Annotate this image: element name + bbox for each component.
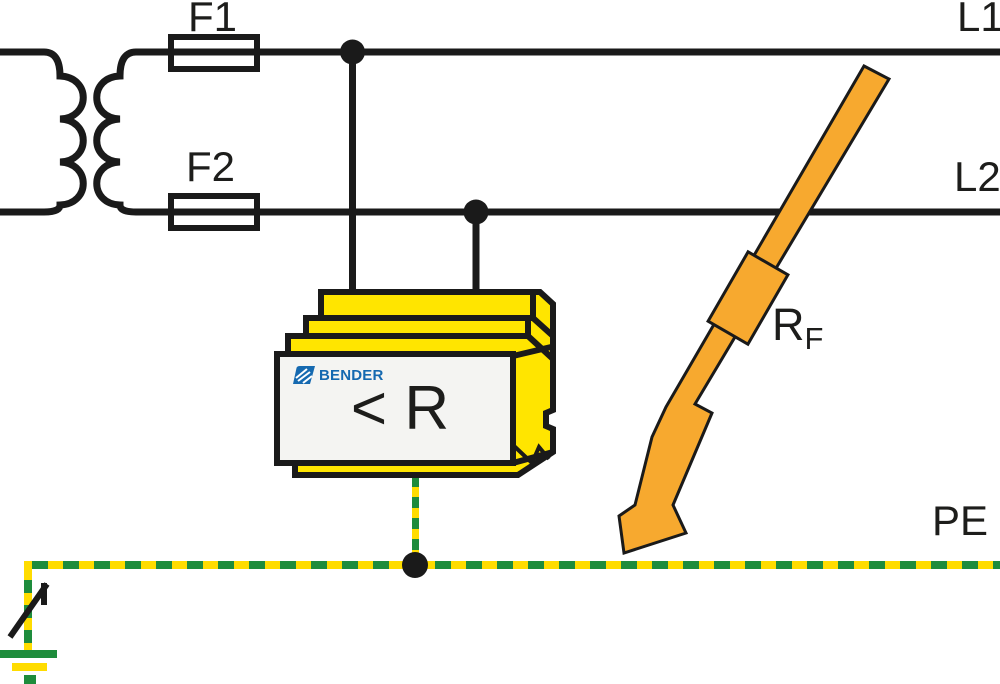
fault-resistance-label: RF <box>772 299 823 354</box>
pe-label: PE <box>932 497 989 544</box>
device-corner-notch <box>511 443 551 467</box>
brand-logo-text: BENDER <box>319 366 384 384</box>
lightning-arrow <box>617 64 892 555</box>
fuses <box>168 34 260 231</box>
monitoring-device <box>274 289 556 478</box>
fuse-f2-symbol <box>168 193 260 231</box>
fuse-f1-label: F1 <box>188 0 238 40</box>
junction-dot-l1 <box>340 39 365 65</box>
junction-dot-pe <box>402 552 428 578</box>
fault-resistor-symbol <box>706 249 790 347</box>
phase-l2-label: L2 <box>954 153 1000 200</box>
fault-resistance-f-subscript: F <box>804 321 824 356</box>
brand-logo: BENDER <box>291 365 384 385</box>
fault-path <box>617 64 892 555</box>
junction-dot-l2 <box>463 199 489 225</box>
brand-logo-icon <box>293 366 315 384</box>
earth-electrode <box>0 582 57 684</box>
transformer-primary-winding <box>0 48 87 216</box>
transformer-secondary-winding-and-lines <box>93 48 1000 216</box>
device-function-text: < R <box>350 374 450 443</box>
disconnect-stroke <box>7 582 50 639</box>
device-front-label <box>274 351 516 466</box>
fuse-f2-label: F2 <box>186 143 236 190</box>
fault-resistance-r: R <box>772 299 805 350</box>
phase-l1-label: L1 <box>957 0 1000 40</box>
fuse-f1-symbol <box>168 34 260 72</box>
transformer-and-lines <box>0 48 1000 300</box>
pe-conductor <box>24 476 1000 651</box>
